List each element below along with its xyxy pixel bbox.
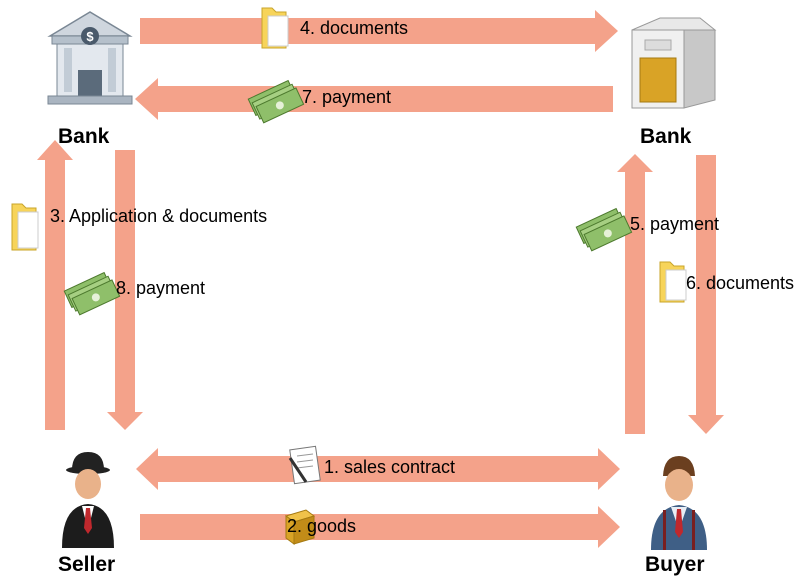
seller-icon xyxy=(62,452,114,548)
svg-text:$: $ xyxy=(86,29,94,44)
arrow-5-payment xyxy=(617,154,653,434)
step-5-label: 5. payment xyxy=(630,214,720,234)
step-2-label: 2. goods xyxy=(287,516,357,536)
folder-icon xyxy=(261,7,289,49)
money-icon xyxy=(247,79,305,124)
seller-bank-label: Bank xyxy=(58,125,110,148)
buyer-label: Buyer xyxy=(645,553,705,576)
arrow-7-payment xyxy=(135,78,613,120)
step-8-label: 8. payment xyxy=(116,278,206,298)
buyer-bank-label: Bank xyxy=(640,125,692,148)
bank-icon: $ xyxy=(47,11,133,105)
step-3-label: 3. Application & documents xyxy=(50,206,268,226)
money-icon xyxy=(63,271,121,316)
arrow-4-documents xyxy=(140,10,618,52)
folder-icon xyxy=(11,203,39,251)
buyer-icon xyxy=(651,456,707,550)
arrow-1-sales-contract xyxy=(136,448,620,490)
step-4-label: 4. documents xyxy=(300,18,409,38)
folder-icon xyxy=(659,261,687,303)
arrow-3-application xyxy=(37,140,73,430)
box-icon xyxy=(284,509,316,545)
step-7-label: 7. payment xyxy=(302,87,392,107)
arrow-8-payment xyxy=(107,150,143,430)
arrow-2-goods xyxy=(140,506,620,548)
money-icon xyxy=(575,207,633,252)
bank-icon xyxy=(631,17,717,109)
contract-icon xyxy=(288,445,321,485)
seller-label: Seller xyxy=(58,553,116,576)
step-1-label: 1. sales contract xyxy=(324,457,456,477)
arrow-6-documents xyxy=(688,155,724,434)
step-6-label: 6. documents xyxy=(686,273,795,293)
